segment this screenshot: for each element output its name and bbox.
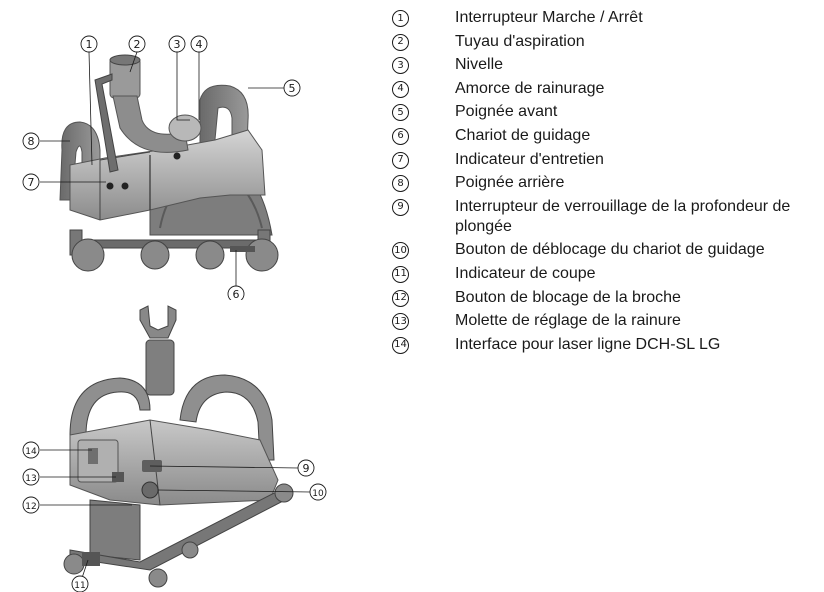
product-figures: 1 2 3 4 5 6 7 8 — [0, 0, 360, 592]
legend-label: Interrupteur de verrouillage de la profo… — [455, 197, 791, 235]
callout-1: 1 — [80, 35, 98, 53]
legend-item: 5 Poignée avant — [392, 102, 822, 122]
machine-side-view: 1 2 3 4 5 6 7 8 — [22, 35, 301, 300]
legend-number: 5 — [392, 104, 409, 122]
machine-front-view: 9 10 11 12 13 14 — [22, 305, 327, 592]
svg-text:7: 7 — [28, 176, 35, 189]
legend-label: Poignée arrière — [455, 174, 565, 192]
legend-number: 14 — [392, 336, 409, 354]
legend-label: Tuyau d'aspiration — [455, 32, 585, 50]
legend-label: Bouton de blocage de la broche — [455, 288, 681, 306]
legend-item: 2 Tuyau d'aspiration — [392, 32, 822, 52]
svg-text:11: 11 — [74, 581, 85, 591]
legend-number: 13 — [392, 313, 409, 331]
svg-text:10: 10 — [312, 489, 324, 499]
svg-text:6: 6 — [233, 288, 240, 300]
legend-item: 9 Interrupteur de verrouillage de la prof… — [392, 197, 822, 237]
legend-number: 3 — [392, 57, 409, 75]
legend-label: Poignée avant — [455, 103, 558, 121]
callout-5: 5 — [283, 79, 301, 97]
parts-legend: 1 Interrupteur Marche / Arrêt 2 Tuyau d'as… — [392, 8, 822, 358]
svg-text:4: 4 — [196, 38, 203, 51]
legend-number: 6 — [392, 127, 409, 145]
svg-text:5: 5 — [289, 82, 296, 95]
svg-text:13: 13 — [25, 474, 36, 484]
legend-item: 3 Nivelle — [392, 55, 822, 75]
legend-item: 7 Indicateur d'entretien — [392, 150, 822, 170]
callout-2: 2 — [128, 35, 146, 53]
legend-number: 10 — [392, 242, 409, 260]
callout-10: 10 — [309, 483, 327, 501]
callout-6: 6 — [227, 285, 245, 300]
svg-text:2: 2 — [134, 38, 141, 51]
svg-text:9: 9 — [303, 462, 310, 475]
svg-text:1: 1 — [86, 38, 93, 51]
legend-label: Bouton de déblocage du chariot de guidag… — [455, 241, 765, 259]
legend-number: 8 — [392, 175, 409, 193]
legend-label: Indicateur d'entretien — [455, 150, 604, 168]
callout-9: 9 — [297, 459, 315, 477]
legend-item: 12 Bouton de blocage de la broche — [392, 288, 822, 308]
legend-number: 2 — [392, 33, 409, 51]
callout-3: 3 — [168, 35, 186, 53]
legend-number: 1 — [392, 10, 409, 27]
callout-12: 12 — [22, 496, 40, 514]
legend-item: 11 Indicateur de coupe — [392, 264, 822, 284]
svg-text:3: 3 — [174, 38, 181, 51]
callout-8: 8 — [22, 132, 40, 150]
callout-11: 11 — [71, 575, 89, 592]
legend-number: 4 — [392, 80, 409, 98]
legend-item: 13 Molette de réglage de la rainure — [392, 311, 822, 331]
legend-label: Interface pour laser ligne DCH-SL LG — [455, 335, 721, 353]
legend-label: Nivelle — [455, 56, 504, 74]
legend-item: 14 Interface pour laser ligne DCH-SL LG — [392, 335, 822, 355]
legend-number: 11 — [392, 265, 409, 283]
legend-item: 10 Bouton de déblocage du chariot de guid… — [392, 240, 822, 260]
callout-7: 7 — [22, 173, 40, 191]
legend-item: 1 Interrupteur Marche / Arrêt — [392, 8, 822, 28]
svg-text:8: 8 — [28, 135, 35, 148]
legend-label: Chariot de guidage — [455, 126, 591, 144]
legend-label: Amorce de rainurage — [455, 79, 605, 97]
svg-text:14: 14 — [25, 447, 37, 457]
legend-item: 8 Poignée arrière — [392, 173, 822, 193]
svg-text:12: 12 — [25, 502, 36, 512]
callout-13: 13 — [22, 468, 40, 486]
callout-14: 14 — [22, 441, 40, 459]
legend-number: 7 — [392, 151, 409, 169]
callout-4: 4 — [190, 35, 208, 53]
legend-item: 4 Amorce de rainurage — [392, 79, 822, 99]
legend-number: 12 — [392, 289, 409, 307]
legend-item: 6 Chariot de guidage — [392, 126, 822, 146]
legend-number: 9 — [392, 198, 409, 216]
legend-label: Interrupteur Marche / Arrêt — [455, 9, 643, 26]
legend-label: Molette de réglage de la rainure — [455, 312, 681, 330]
legend-label: Indicateur de coupe — [455, 264, 596, 282]
